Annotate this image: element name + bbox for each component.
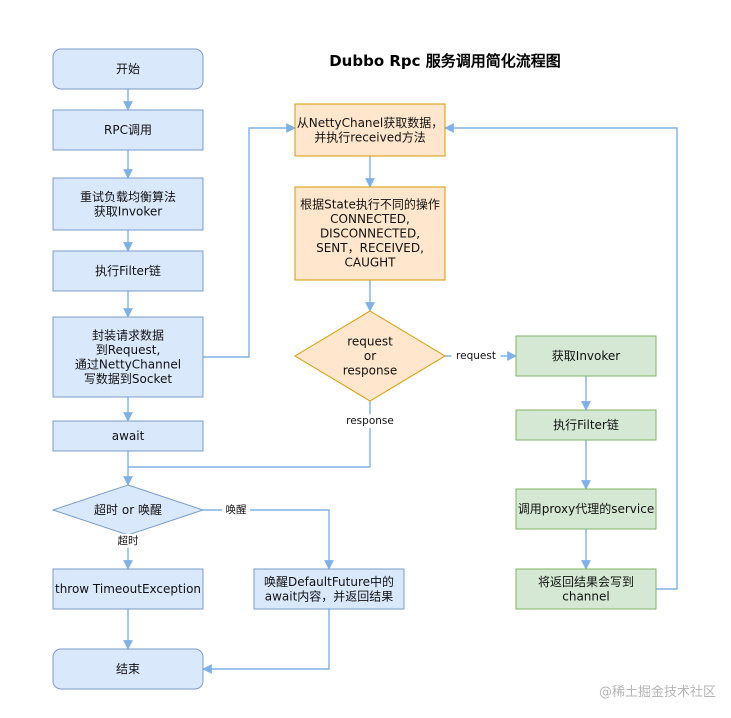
- node-shape: [515, 335, 657, 377]
- node-shape: [294, 310, 446, 402]
- node-label: 唤醒DefaultFuture中的: [264, 574, 394, 589]
- node-label: 执行Filter链: [95, 263, 161, 278]
- node-filter-chain-left: 执行Filter链: [52, 250, 204, 292]
- node-label: await: [112, 429, 145, 443]
- node-shape: [52, 109, 204, 151]
- edge-encode-to-read-netty: [203, 123, 296, 358]
- node-throw-timeout: throw TimeoutException: [52, 568, 204, 610]
- node-shape: [52, 420, 204, 452]
- node-shape: [515, 409, 657, 441]
- node-shape: [52, 316, 204, 398]
- edge-write-channel-loop: [444, 123, 678, 590]
- node-shape: [294, 103, 446, 157]
- node-shape: [52, 568, 204, 610]
- edge-label-request: request: [456, 350, 496, 362]
- edge-wake-future-to-end: [202, 609, 330, 674]
- node-label: 写数据到Socket: [84, 371, 172, 386]
- node-read-netty: 从NettyChanel获取数据，并执行received方法: [294, 103, 446, 157]
- node-shape: [515, 568, 657, 610]
- edges-layer: [123, 89, 678, 674]
- edge-label-wake-bg: [222, 503, 250, 517]
- node-shape: [52, 48, 204, 90]
- node-label: request: [347, 335, 393, 349]
- node-label: CAUGHT: [344, 256, 396, 270]
- node-label: await内容，并返回结果: [265, 588, 394, 603]
- node-label: 获取Invoker: [94, 204, 162, 218]
- node-label: 获取Invoker: [552, 349, 620, 363]
- node-shape: [253, 568, 405, 610]
- edge-label-wake: 唤醒: [226, 503, 247, 516]
- node-label: DISCONNECTED,: [320, 227, 420, 241]
- node-label: or: [364, 349, 376, 363]
- edge-decision-wake: [203, 509, 334, 570]
- node-shape: [52, 250, 204, 292]
- diagram-title: Dubbo Rpc 服务调用简化流程图: [329, 52, 561, 70]
- node-shape: [52, 177, 204, 231]
- node-label: 将返回结果会写到: [538, 575, 634, 589]
- nodes-layer: 开始RPC调用重试负载均衡算法获取Invoker执行Filter链封装请求数据到…: [51, 48, 657, 690]
- node-label: CONNECTED,: [330, 212, 410, 226]
- node-label: 调用proxy代理的service: [518, 501, 654, 516]
- node-rpc-call: RPC调用: [52, 109, 204, 151]
- node-label: 执行Filter链: [553, 417, 619, 432]
- node-label: SENT，RECEIVED,: [316, 241, 424, 255]
- node-shape: [515, 488, 657, 530]
- node-label: channel: [562, 589, 609, 603]
- node-state-handle: 根据State执行不同的操作CONNECTED,DISCONNECTED,SEN…: [294, 186, 446, 281]
- node-label: response: [343, 364, 398, 378]
- node-start: 开始: [52, 48, 204, 90]
- edge-label-request-bg: [451, 349, 501, 363]
- node-label: 重试负载均衡算法: [80, 189, 176, 204]
- node-filter-chain-right: 执行Filter链: [515, 409, 657, 441]
- node-await: await: [52, 420, 204, 452]
- edge-label-response-bg: [342, 414, 398, 428]
- node-label: 并执行received方法: [314, 129, 425, 144]
- node-label: 封装请求数据: [92, 327, 164, 342]
- node-label: 到Request,: [96, 343, 161, 357]
- node-label: 从NettyChanel获取数据，: [297, 115, 444, 130]
- edge-label-timeout: 超时: [118, 534, 139, 547]
- node-label: 结束: [116, 662, 140, 676]
- node-label: 开始: [116, 62, 140, 76]
- edge-label-timeout-bg: [114, 534, 142, 548]
- node-label: throw TimeoutException: [55, 582, 201, 596]
- node-label: 根据State执行不同的操作: [300, 197, 440, 212]
- watermark: @稀土掘金技术社区: [599, 684, 716, 700]
- node-call-proxy: 调用proxy代理的service: [515, 488, 657, 530]
- node-shape: [294, 186, 446, 281]
- node-label: 通过NettyChannel: [75, 357, 181, 371]
- node-timeout-or-wake: 超时 or 唤醒: [51, 484, 205, 536]
- node-shape: [52, 648, 204, 690]
- node-end: 结束: [52, 648, 204, 690]
- edge-label-response: response: [346, 415, 394, 427]
- node-label: RPC调用: [104, 123, 152, 137]
- node-get-invoker: 获取Invoker: [515, 335, 657, 377]
- node-label: 超时 or 唤醒: [94, 502, 162, 517]
